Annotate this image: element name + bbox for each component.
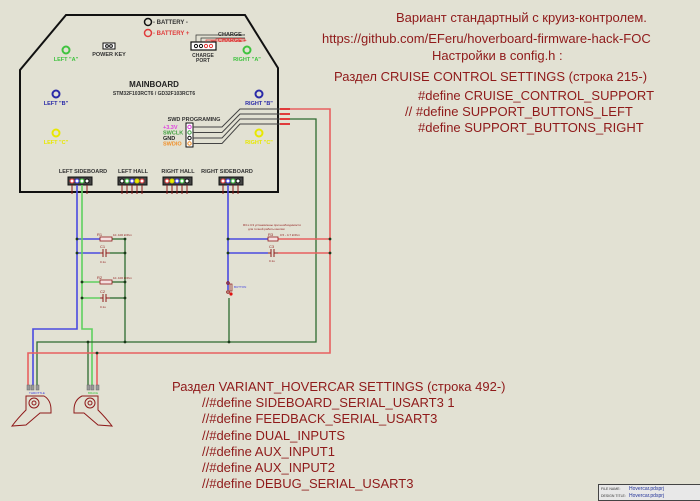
c3-label: C3 — [269, 244, 275, 249]
left-b-terminal — [51, 89, 61, 99]
c2-value: 0.1u — [100, 305, 106, 309]
charge-port-label: CHARGE — [192, 53, 214, 59]
wire-ground — [36, 118, 317, 390]
right-b-label: RIGHT "B" — [245, 101, 273, 107]
title-block: FILE NAME: Hovercar.pdsprj DESIGN TITLE:H… — [598, 484, 700, 501]
right-b-terminal — [254, 89, 264, 99]
resistor-r2 — [99, 279, 113, 285]
r1-value: 10..100 kOhm — [113, 233, 132, 237]
capacitor-c1 — [100, 249, 110, 257]
design-title-key: DESIGN TITLE: — [601, 493, 626, 498]
note-hovercar-section: Раздел VARIANT_HOVERCAR SETTINGS (строка… — [172, 379, 506, 394]
note-hovercar-line: //#define AUX_INPUT1 — [202, 444, 335, 459]
swd-connector — [185, 122, 194, 148]
right-a-label: RIGHT "A" — [233, 57, 261, 63]
charge-port-connector — [190, 41, 217, 51]
mainboard-chip: STM32F103RCT6 / GD32F103RCT6 — [113, 91, 195, 97]
swd-pin-3v3: +3.3V — [163, 125, 178, 131]
right-c-terminal — [254, 128, 264, 138]
note-github-link[interactable]: https://github.com/EFeru/hoverboard-firm… — [322, 31, 651, 46]
note-define-buttons-right: #define SUPPORT_BUTTONS_RIGHT — [418, 120, 644, 135]
mainboard-outline — [19, 14, 279, 193]
r3-value: 0.5 - 4.7 kOhm — [280, 233, 300, 237]
power-key-label: POWER KEY — [92, 52, 126, 58]
note-hovercar-line: //#define AUX_INPUT2 — [202, 460, 335, 475]
note-hovercar-line: //#define DUAL_INPUTS — [202, 428, 346, 443]
brake-label: BRAKE — [88, 391, 98, 395]
throttle-label: THROTTLE — [29, 391, 45, 395]
wire-blue-right — [227, 185, 268, 290]
connector-left-hall — [117, 176, 148, 186]
right-a-terminal — [242, 45, 252, 55]
note-cruise-section: Раздел CRUISE CONTROL SETTINGS (строка 2… — [334, 69, 648, 84]
r1-label: R1 — [97, 232, 103, 237]
connector-left-sideboard — [67, 176, 93, 186]
connector-right-sideboard — [218, 176, 244, 186]
wire-power — [27, 108, 331, 390]
capacitor-c3 — [268, 249, 278, 257]
r2-label: R2 — [97, 275, 103, 280]
connector-right-sideboard-label: RIGHT SIDEBOARD — [201, 169, 253, 175]
power-key-connector — [102, 42, 116, 50]
connector-left-sideboard-label: LEFT SIDEBOARD — [59, 169, 107, 175]
wire-green-left — [81, 185, 100, 390]
right-c-label: RIGHT "C" — [245, 140, 273, 146]
r3-note-2: для точной работы кнопки — [248, 227, 285, 231]
swd-pin-swclk: SWCLK — [163, 131, 183, 137]
c3-value: 0.1u — [269, 259, 275, 263]
connector-left-hall-label: LEFT HALL — [118, 169, 149, 175]
resistor-r1 — [99, 236, 113, 242]
connector-right-hall — [162, 176, 193, 186]
note-define-cruise: #define CRUISE_CONTROL_SUPPORT — [418, 88, 655, 103]
cruise-button-label: BUTTON — [234, 285, 246, 289]
c1-label: C1 — [100, 244, 106, 249]
left-b-label: LEFT "B" — [44, 101, 69, 107]
charge-pos-label: CHARGE + — [218, 38, 247, 44]
note-hovercar-line: //#define SIDEBOARD_SERIAL_USART3 1 — [202, 395, 455, 410]
wire-blue-left — [32, 185, 100, 390]
note-config: Настройки в config.h : — [432, 48, 563, 63]
mainboard-title: MAINBOARD — [129, 80, 179, 89]
r3-label: R3 — [268, 232, 274, 237]
left-a-label: LEFT "A" — [54, 57, 79, 63]
connector-right-hall-label: RIGHT HALL — [161, 169, 195, 175]
note-hovercar-line: //#define FEEDBACK_SERIAL_USART3 — [202, 411, 438, 426]
battery-neg-label: - BATTERY - — [153, 20, 188, 26]
left-a-terminal — [61, 45, 71, 55]
left-c-terminal — [51, 128, 61, 138]
r2-value: 10..100 kOhm — [113, 276, 132, 280]
swd-pin-swdio: SWDIO — [163, 142, 182, 148]
swd-pin-gnd: GND — [163, 136, 175, 142]
charge-neg-label: CHARGE - — [218, 32, 245, 38]
resistor-r3 — [267, 236, 279, 242]
file-name-key: FILE NAME: — [601, 486, 621, 491]
brake-pedal-icon — [73, 384, 114, 427]
c2-label: C2 — [100, 289, 106, 294]
battery-pos-label: - BATTERY + — [153, 31, 190, 37]
note-define-buttons-left: // #define SUPPORT_BUTTONS_LEFT — [405, 104, 633, 119]
charge-port-label-2: PORT — [196, 58, 210, 64]
note-hovercar-line: //#define DEBUG_SERIAL_USART3 — [202, 476, 414, 491]
r3-note-1: R3 и C3 установлены при необходимости — [243, 223, 301, 227]
battery-pos-terminal — [143, 28, 153, 38]
cruise-button-switch — [226, 281, 233, 296]
c1-value: 0.1u — [100, 260, 106, 264]
capacitor-c2 — [100, 294, 110, 302]
note-variant: Вариант стандартный с круиз-контролем. — [396, 10, 647, 25]
swd-wires — [193, 108, 290, 144]
design-title-value: Hovercar.pdsprj — [629, 492, 665, 499]
left-c-label: LEFT "C" — [44, 140, 69, 146]
swd-title: SWD PROGRAMING — [168, 117, 221, 123]
battery-neg-terminal — [143, 17, 153, 27]
throttle-pedal-icon — [10, 384, 52, 427]
file-name-value: Hovercar.pdsprj — [629, 485, 665, 492]
